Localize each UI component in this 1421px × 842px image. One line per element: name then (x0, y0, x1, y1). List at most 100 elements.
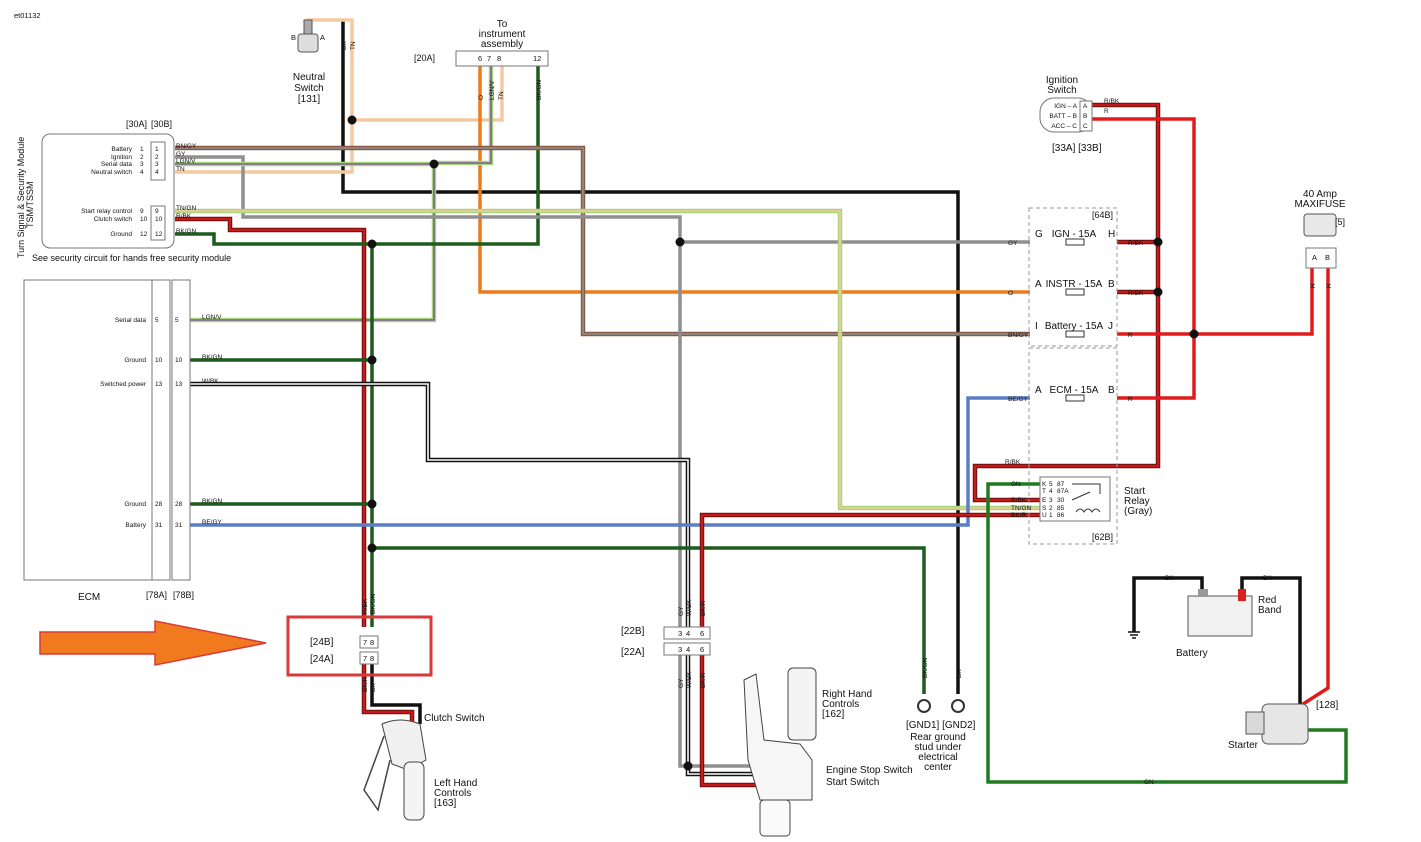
tsm-row-label: Clutch switch (94, 216, 133, 223)
engine-stop-label: Engine Stop Switch (826, 765, 913, 776)
ecm-row-label: Serial data (115, 317, 146, 324)
relay-row-pin: S (1042, 505, 1047, 512)
fuse-in-pin: I (1035, 321, 1038, 332)
splice-dot (1153, 287, 1163, 297)
tsm-row-wire: TN (176, 166, 185, 173)
right-top-wire: W/BK (686, 599, 693, 616)
fuse-icon (1065, 330, 1085, 338)
right-bottom-wire: BK/R (700, 673, 707, 688)
left-bottom-wire: BK (370, 683, 377, 692)
right-conn-bottom: [22A] (621, 647, 645, 658)
left-conn-bottom: [24A] (310, 654, 334, 665)
fuse-out-pin: H (1108, 229, 1115, 240)
relay-row-pin: T (1042, 488, 1046, 495)
wire-bk-clutch (370, 664, 422, 724)
fuse-in-pin: A (1035, 385, 1042, 396)
instrument-wire: LGN/V (489, 80, 496, 100)
pointer-arrow-icon (39, 620, 267, 666)
fuse-in-wire: GY (1008, 240, 1018, 247)
starter: Starter [128] (1228, 700, 1338, 751)
right-conn-top: [22B] (621, 626, 645, 637)
maxifuse-pin-a: A (1312, 253, 1317, 262)
instrument-pin-7: 7 (487, 54, 491, 63)
right-pin-top: 3 (678, 629, 682, 638)
fuse-block-conn-top: [64B] (1092, 210, 1113, 220)
wire-bngy (175, 145, 1030, 337)
wire-bk-neutral-ground (341, 20, 960, 694)
splice-dot (367, 499, 377, 509)
fuse-name: IGN - 15A (1052, 229, 1097, 240)
ecm-row-wire: LGN/V (202, 314, 222, 321)
right-bottom-wire: W/BK (686, 671, 693, 688)
ignition-row-pin: A (1083, 103, 1088, 110)
tsm-conn-b: [30B] (151, 119, 172, 129)
ecm-row-pin-b: 13 (175, 381, 183, 388)
tsm-row-wire: TN/GN (176, 205, 197, 212)
ecm-conn-b: [78B] (173, 590, 194, 600)
wire-bkr-relay (699, 512, 1040, 627)
wire-r-battery (1117, 268, 1314, 336)
wire-bkgn-tsm (175, 232, 374, 627)
ecm-row-pin-b: 10 (175, 357, 183, 364)
wire-rbk-clutch (175, 216, 367, 627)
left-top-wire: R/BK (362, 598, 369, 614)
fuse-icon (1065, 288, 1085, 296)
fuse-in-wire: O (1008, 290, 1013, 297)
right-pin-bottom: 4 (686, 645, 690, 654)
instrument-pin-12: 12 (533, 54, 541, 63)
wire-tn-neutral-instrument (306, 18, 504, 122)
battery-wire-neg: BK (1165, 575, 1174, 582)
splice-dot (1153, 237, 1163, 247)
wire-bk-battery-pos (1240, 576, 1302, 704)
relay-row-term: 85 (1057, 505, 1065, 512)
tsm-row-wire: LGN/V (176, 158, 196, 165)
ecm-row-pin-b: 28 (175, 501, 183, 508)
ground-wire: BK/GN (922, 657, 929, 678)
battery-title: Battery (1176, 648, 1208, 659)
relay-row-num: 1 (1049, 512, 1053, 519)
instrument-conn: [20A] (414, 53, 435, 63)
ecm-row-pin-a: 31 (155, 522, 163, 529)
fuse-in-pin: A (1035, 279, 1042, 290)
ecm-row-wire: BK/GN (202, 354, 223, 361)
wires-layer (175, 18, 1348, 788)
chassis-ground-icon (1128, 631, 1140, 639)
fuse-out-pin: B (1108, 279, 1115, 290)
relay-row-wire: R/BK (1011, 497, 1027, 504)
splice-dot (367, 543, 377, 553)
fuse-in-wire: BN/GY (1008, 332, 1029, 339)
maxifuse-wire: R (1310, 283, 1317, 288)
instrument-wire: TN (498, 91, 505, 100)
splice-dot (347, 115, 357, 125)
wire-r-ign (1092, 117, 1196, 400)
fuse-name: INSTR - 15A (1046, 279, 1103, 290)
tsm-row-wire: BN/GY (176, 143, 197, 150)
ecm-row-pin-a: 13 (155, 381, 163, 388)
ecm-row-label: Ground (124, 501, 146, 508)
ecm-conn-a: [78A] (146, 590, 167, 600)
left-bottom-wire: BK/R (362, 677, 369, 692)
relay-row-num: 3 (1049, 497, 1053, 504)
wire-gy-tsm (175, 155, 682, 627)
fuse-out-pin: B (1108, 385, 1115, 396)
wire-gn-starter (986, 482, 1348, 784)
wire-r-starter (1299, 268, 1330, 708)
right-pin-top: 4 (686, 629, 690, 638)
splice-dot (683, 761, 693, 771)
fuse-out-wire: R/BK (1128, 290, 1144, 297)
tsm-row-pin-a: 12 (140, 231, 148, 238)
tsm-row-wire: GY (176, 151, 186, 158)
